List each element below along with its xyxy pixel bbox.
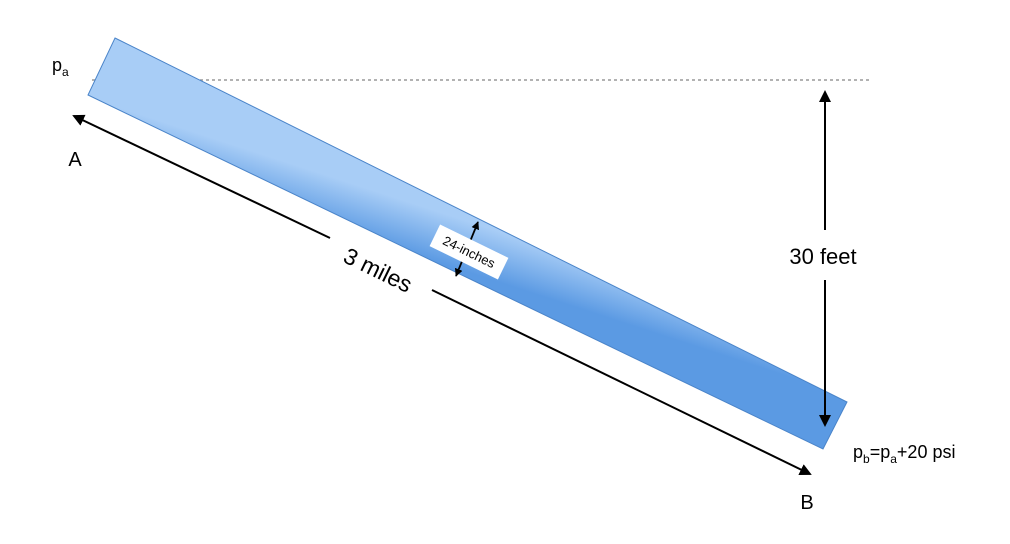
diameter-label-box: 24-inches [429, 224, 509, 280]
point-b-label: B [800, 492, 813, 514]
pb-equation-label: pb=pa+20 psi [853, 442, 955, 466]
point-a-label: A [68, 149, 82, 171]
height-label: 30 feet [789, 244, 856, 269]
length-label: 3 miles [340, 242, 417, 297]
length-arrow-right [431, 289, 812, 476]
length-arrow-left [72, 114, 331, 239]
pa-label: pa [52, 55, 69, 79]
